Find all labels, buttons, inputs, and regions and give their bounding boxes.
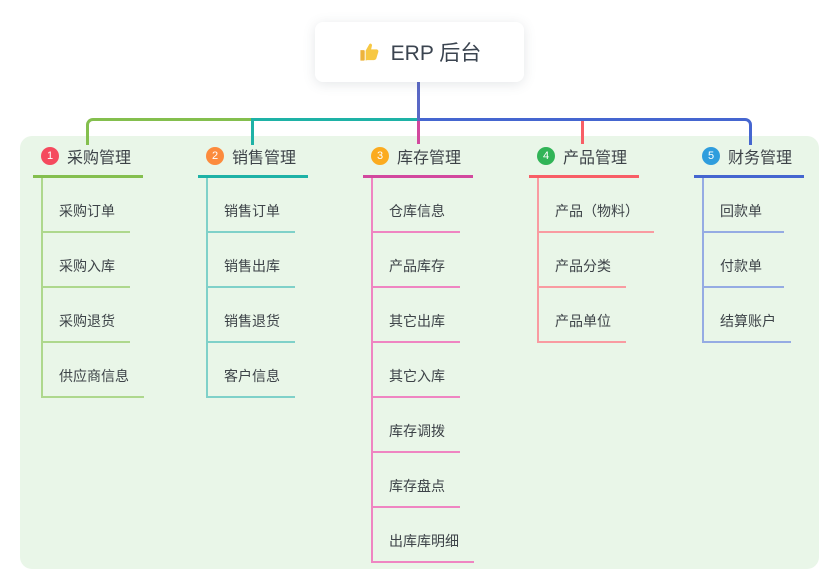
child-node-label: 采购入库 [59,258,115,274]
branch-badge: 5 [702,147,720,165]
root-connector-line [417,82,420,121]
branch-5: 5 财务管理回款单付款单结算账户 [694,145,805,343]
child-node[interactable]: 结算账户 [702,288,791,343]
branch-badge: 3 [371,147,389,165]
branch-bus-segment [418,118,752,145]
child-node-label: 销售出库 [224,258,280,274]
branch-drop-line [581,121,584,144]
branch-title: 销售管理 [232,150,297,167]
branch-spine [702,178,704,343]
branch-badge: 4 [537,147,555,165]
branch-drop-line [417,121,420,144]
child-node-label: 其它入库 [389,368,445,384]
child-node-label: 供应商信息 [59,368,129,384]
branch-badge: 1 [41,147,59,165]
root-node[interactable]: ERP 后台 [315,22,524,82]
child-node-label: 采购订单 [59,203,115,219]
branch-3: 3 库存管理仓库信息产品库存其它出库其它入库库存调拨库存盘点出库库明细 [363,145,474,563]
branch-header[interactable]: 2 销售管理 [198,145,309,178]
branch-header[interactable]: 5 财务管理 [694,145,805,178]
child-node-label: 仓库信息 [389,203,445,219]
child-node-label: 回款单 [720,203,762,219]
branch-4: 4 产品管理产品（物料） 产品分类产品单位 [529,145,654,343]
child-node-label: 结算账户 [720,313,776,329]
root-node-label: ERP 后台 [390,42,482,65]
child-node[interactable]: 客户信息 [206,343,295,398]
branch-bus-segment [86,118,251,145]
child-node[interactable]: 库存盘点 [371,453,460,508]
branch-2: 2 销售管理销售订单销售出库销售退货客户信息 [198,145,309,398]
child-node-label: 采购退货 [59,313,115,329]
branch-title: 产品管理 [563,150,628,167]
child-node[interactable]: 产品分类 [537,233,626,288]
child-node-label: 出库库明细 [389,533,459,549]
child-node[interactable]: 供应商信息 [41,343,144,398]
child-node-label: 销售订单 [224,203,280,219]
branch-header[interactable]: 4 产品管理 [529,145,640,178]
child-node[interactable]: 其它入库 [371,343,460,398]
child-node[interactable]: 采购入库 [41,233,130,288]
child-node[interactable]: 付款单 [702,233,784,288]
child-node-label: 库存调拨 [389,423,445,439]
branch-spine [537,178,539,343]
child-node[interactable]: 销售退货 [206,288,295,343]
branch-bus-segment [251,118,418,121]
branch-header[interactable]: 1 采购管理 [33,145,144,178]
child-node[interactable]: 产品库存 [371,233,460,288]
branch-badge: 2 [206,147,224,165]
child-node-label: 销售退货 [224,313,280,329]
child-node-label: 产品分类 [555,258,611,274]
child-node[interactable]: 采购退货 [41,288,130,343]
child-node[interactable]: 仓库信息 [371,178,460,233]
child-node[interactable]: 产品单位 [537,288,626,343]
branch-drop-line [251,118,254,145]
branch-title: 库存管理 [397,150,462,167]
child-node[interactable]: 回款单 [702,178,784,233]
child-node[interactable]: 其它出库 [371,288,460,343]
child-node-label: 产品（物料） [555,203,639,219]
child-node[interactable]: 采购订单 [41,178,130,233]
child-node[interactable]: 销售出库 [206,233,295,288]
thumbs-up-icon [358,41,381,64]
branch-spine [41,178,43,398]
child-node[interactable]: 销售订单 [206,178,295,233]
branch-title: 采购管理 [67,150,132,167]
child-node-label: 产品库存 [389,258,445,274]
child-node-label: 客户信息 [224,368,280,384]
branch-spine [206,178,208,398]
child-node-label: 付款单 [720,258,762,274]
branch-spine [371,178,373,563]
child-node-label: 产品单位 [555,313,611,329]
branches-panel [20,136,819,569]
child-node-label: 其它出库 [389,313,445,329]
child-node[interactable]: 出库库明细 [371,508,474,563]
child-node[interactable]: 库存调拨 [371,398,460,453]
child-node-label: 库存盘点 [389,478,445,494]
branch-title: 财务管理 [728,150,793,167]
child-node[interactable]: 产品（物料） [537,178,654,233]
branch-1: 1 采购管理采购订单采购入库采购退货供应商信息 [33,145,144,398]
branch-header[interactable]: 3 库存管理 [363,145,474,178]
